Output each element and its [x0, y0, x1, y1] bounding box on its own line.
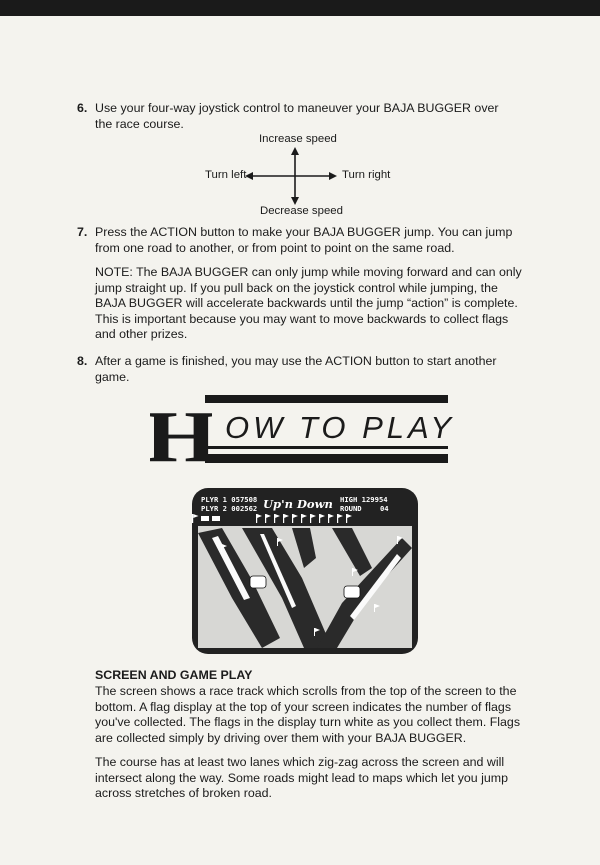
- jump-note: NOTE: The BAJA BUGGER can only jump whil…: [95, 265, 522, 342]
- flag-display-icon: [192, 514, 199, 523]
- decrease-speed-label: Decrease speed: [260, 205, 343, 217]
- section-paragraph-2: The course has at least two lanes which …: [95, 755, 508, 801]
- instruction-text: After a game is finished, you may use th…: [95, 354, 497, 384]
- round-value: 04: [379, 504, 389, 513]
- instruction-7: 7. Press the ACTION button to make your …: [77, 225, 517, 256]
- section-paragraph-1: The screen shows a race track which scro…: [95, 684, 521, 745]
- how-to-play-title: OW TO PLAY: [225, 410, 456, 445]
- big-h-letter: H: [150, 396, 212, 463]
- p1-label: PLYR 1: [201, 495, 227, 504]
- instruction-number: 8.: [77, 354, 88, 368]
- hud-high: HIGH 129954: [340, 495, 388, 504]
- section-heading: SCREEN AND GAME PLAY: [95, 668, 253, 682]
- p1-score: 057508: [231, 495, 258, 504]
- hud-p2: PLYR 2 002562: [201, 504, 257, 513]
- instruction-text: Press the ACTION button to make your BAJ…: [95, 225, 513, 255]
- instruction-8: 8. After a game is finished, you may use…: [77, 354, 517, 385]
- increase-speed-label: Increase speed: [259, 133, 337, 145]
- high-score: 129954: [361, 495, 388, 504]
- instruction-6: 6. Use your four-way joystick control to…: [77, 101, 517, 132]
- instruction-number: 7.: [77, 225, 88, 239]
- game-logo: Up'n Down: [263, 497, 333, 511]
- game-screenshot: PLYR 1 057508 PLYR 2 002562 Up'n Down HI…: [192, 488, 418, 654]
- hud-round: ROUND 04: [340, 504, 389, 513]
- race-track-scene: [192, 514, 412, 648]
- high-label: HIGH: [340, 495, 358, 504]
- instruction-number: 6.: [77, 101, 88, 115]
- top-border: [0, 0, 600, 16]
- round-label: ROUND: [340, 504, 362, 513]
- instruction-text: Use your four-way joystick control to ma…: [95, 101, 499, 131]
- direction-arrows-icon: [245, 147, 337, 205]
- p2-score: 002562: [231, 504, 258, 513]
- big-h-glyph: H: [150, 396, 212, 463]
- baja-bugger-icon: [249, 575, 361, 599]
- hud-p1: PLYR 1 057508: [201, 495, 257, 504]
- turn-left-label: Turn left: [205, 169, 247, 181]
- p2-label: PLYR 2: [201, 504, 227, 513]
- turn-right-label: Turn right: [342, 169, 391, 181]
- lives-icon: [201, 516, 220, 521]
